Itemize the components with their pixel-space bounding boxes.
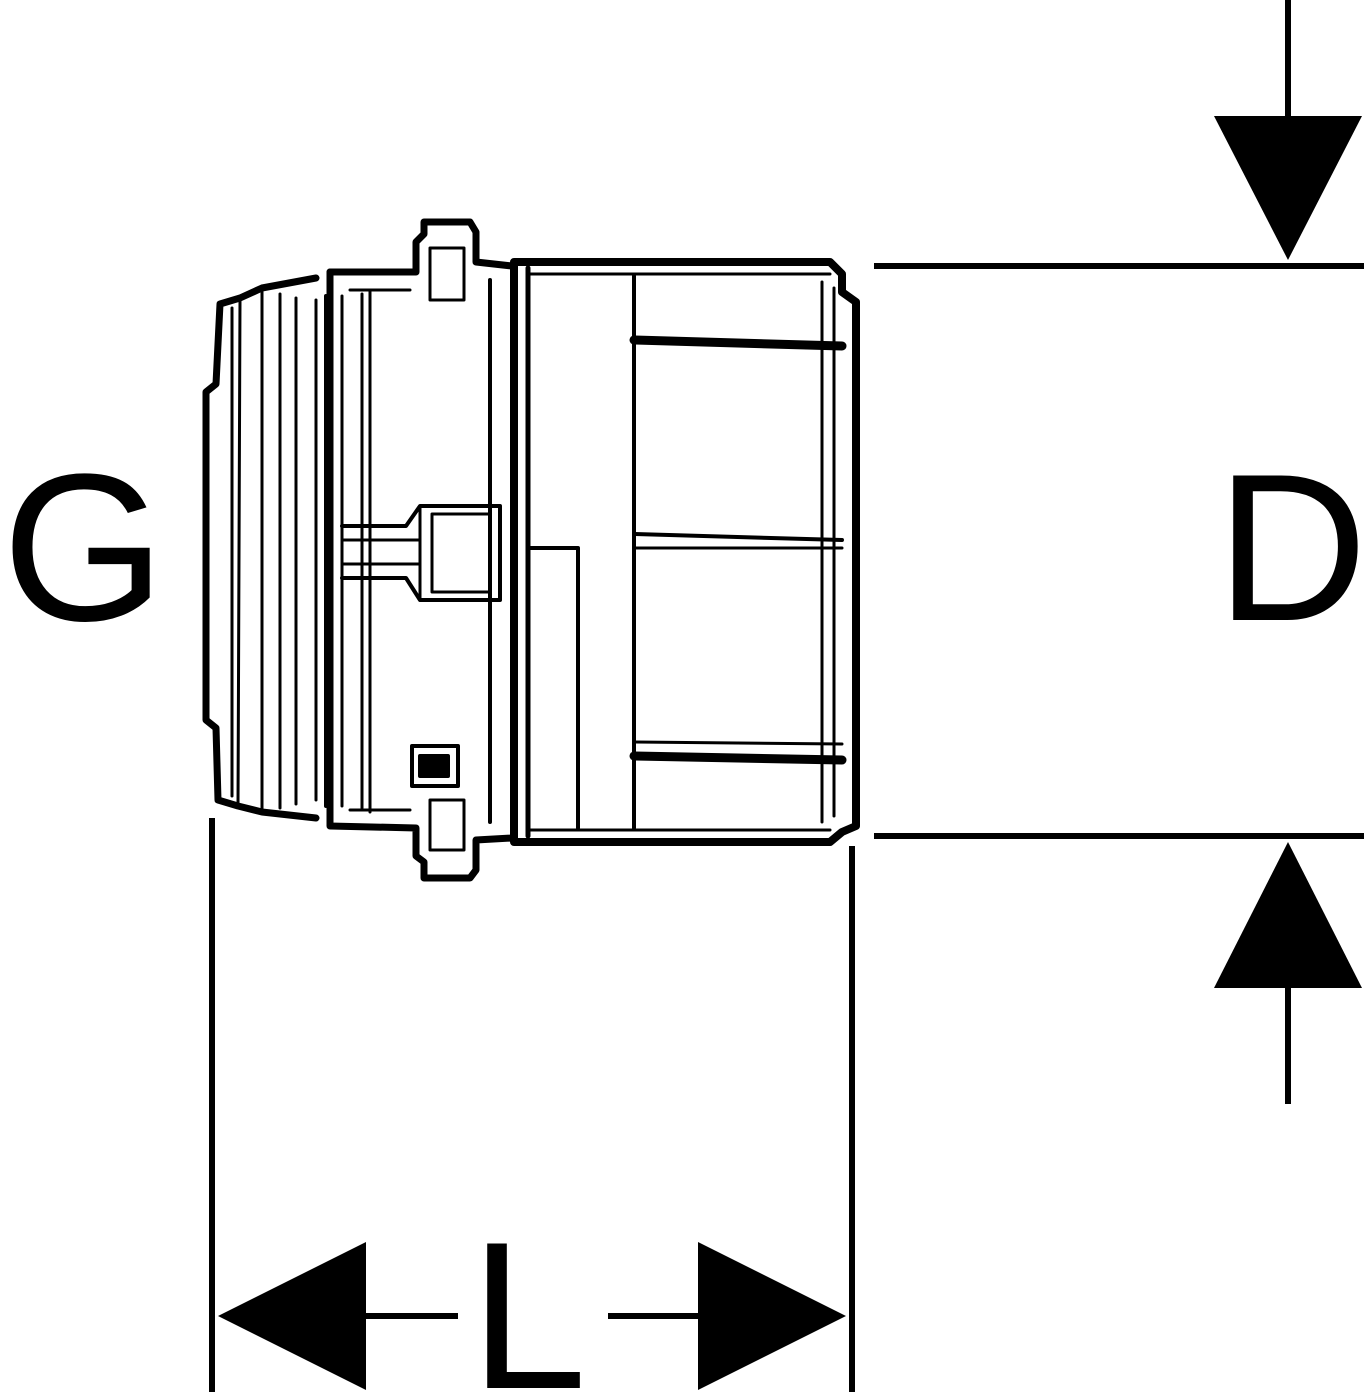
retaining-clip	[410, 744, 460, 788]
diameter-arrow-up-icon	[1214, 842, 1362, 988]
length-label: L	[470, 1198, 587, 1400]
length-arrow-left-icon	[218, 1242, 366, 1390]
length-dimension	[209, 818, 855, 1392]
diameter-arrow-down-icon	[1214, 116, 1362, 260]
press-sleeve	[510, 258, 860, 846]
fitting-body	[202, 218, 860, 882]
diameter-dimension	[874, 0, 1364, 1104]
diameter-label: D	[1216, 430, 1368, 665]
length-arrow-right-icon	[698, 1242, 846, 1390]
center-spline	[340, 504, 502, 602]
threaded-end	[202, 274, 328, 822]
thread-size-label: G	[2, 430, 165, 665]
